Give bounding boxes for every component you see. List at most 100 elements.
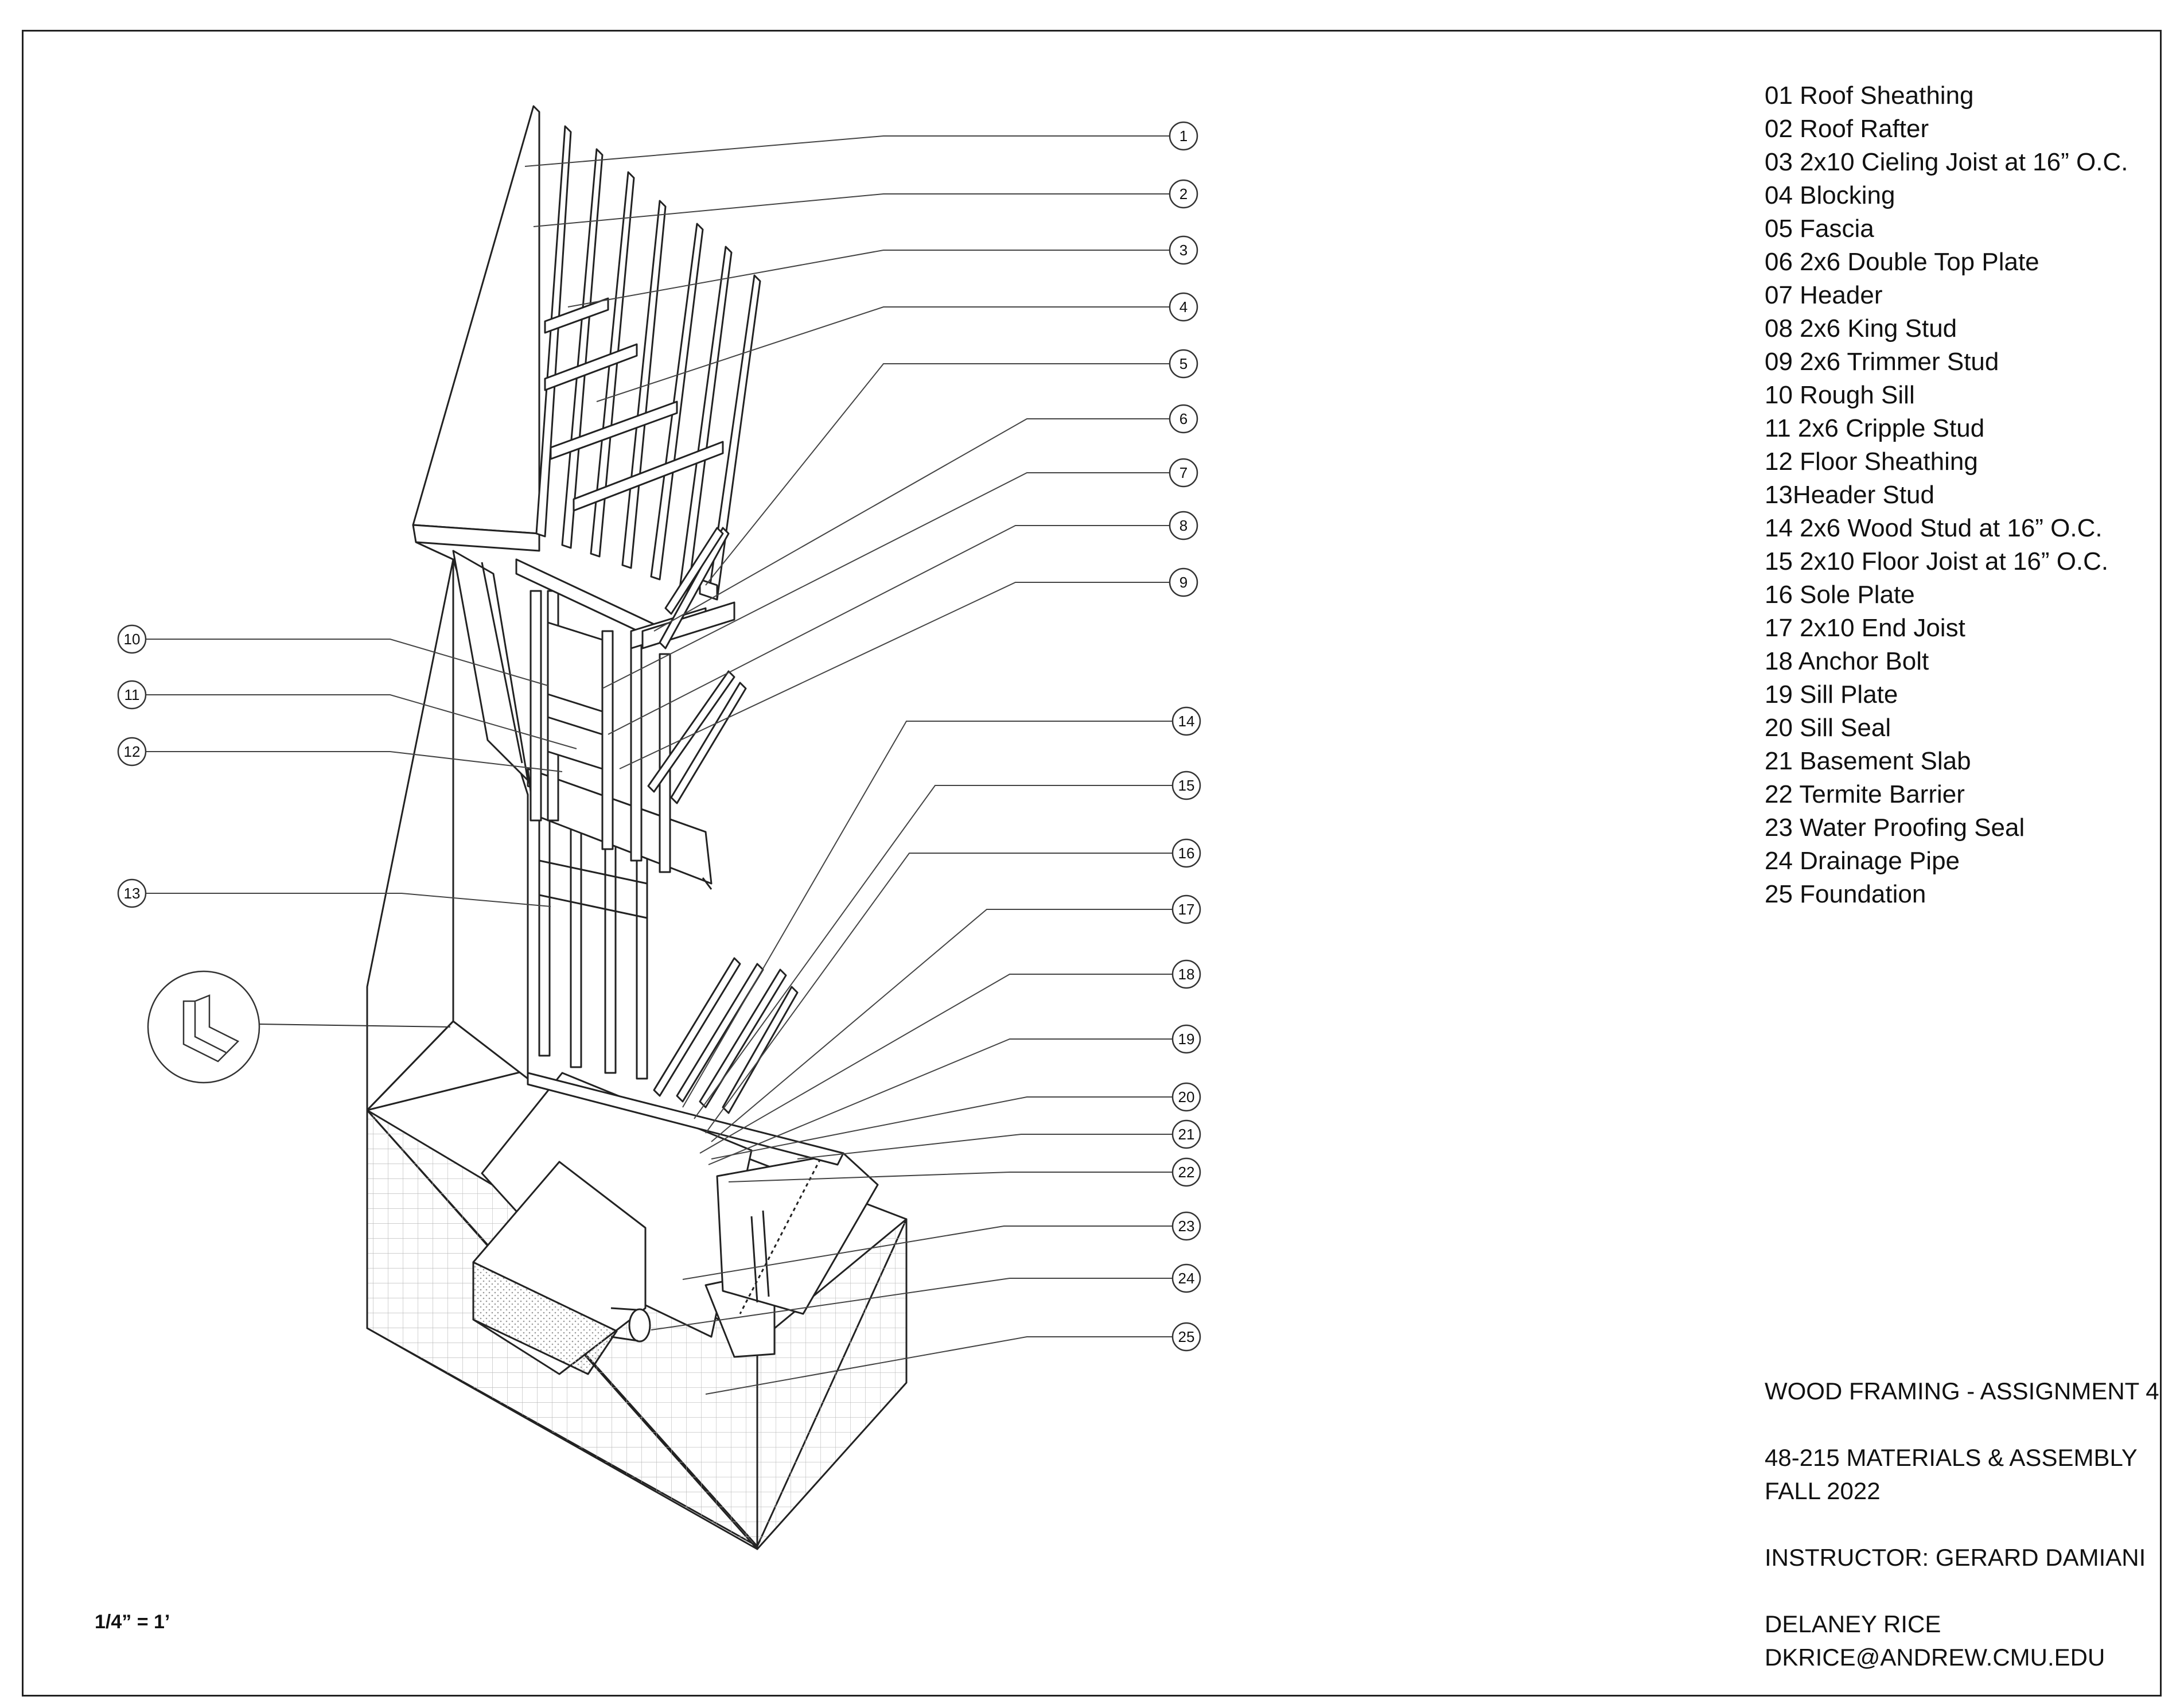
- callout-number: 16: [1178, 845, 1195, 862]
- legend-item: 15 2x10 Floor Joist at 16” O.C.: [1765, 547, 2109, 575]
- leader-line: [694, 785, 1172, 1119]
- callout-bubble: [1171, 959, 1201, 989]
- callout-bubble: [1171, 1322, 1201, 1352]
- legend-item: 24 Drainage Pipe: [1765, 847, 1960, 875]
- leader-line: [533, 193, 1169, 227]
- drainage-pipe: [628, 1308, 651, 1343]
- callout-number: 24: [1178, 1270, 1195, 1287]
- callout-bubble: [1171, 706, 1201, 736]
- callout-number: 18: [1178, 966, 1195, 983]
- ceiling-joists: [647, 670, 747, 804]
- callout-number: 3: [1179, 242, 1188, 259]
- course-name: 48-215 MATERIALS & ASSEMBLY: [1765, 1444, 2138, 1471]
- leader-line: [146, 694, 577, 749]
- callout-bubble: [1169, 349, 1198, 379]
- roof-rafters: [535, 125, 761, 601]
- legend-item: 03 2x10 Cieling Joist at 16” O.C.: [1765, 148, 2128, 176]
- callout-number: 20: [1178, 1088, 1195, 1106]
- leader-line: [524, 135, 1169, 167]
- leader-line: [711, 1096, 1172, 1160]
- legend-item: 16 Sole Plate: [1765, 581, 1915, 609]
- legend-item: 20 Sill Seal: [1765, 714, 1891, 742]
- callout-bubble: [1169, 292, 1198, 322]
- leader-line: [146, 893, 551, 907]
- leader-line: [608, 525, 1169, 735]
- legend-item: 12 Floor Sheathing: [1765, 448, 1978, 476]
- leader-line: [567, 250, 1169, 308]
- callout-bubble: [1171, 1119, 1201, 1149]
- callout-number: 7: [1179, 464, 1188, 481]
- callout-bubble: [117, 737, 147, 767]
- leader-line: [653, 418, 1169, 632]
- term: FALL 2022: [1765, 1477, 1881, 1504]
- leader-line: [651, 1278, 1172, 1330]
- callout-bubble: [1171, 1211, 1201, 1241]
- callout-number: 15: [1178, 777, 1195, 794]
- callout-bubble: [1169, 511, 1198, 540]
- callout-number: 22: [1178, 1164, 1195, 1181]
- callout-bubble: [1171, 1157, 1201, 1187]
- student-email: DKRICE@ANDREW.CMU.EDU: [1765, 1644, 2105, 1671]
- legend-item: 05 Fascia: [1765, 215, 1874, 243]
- legend-item: 17 2x10 End Joist: [1765, 614, 1965, 642]
- drawing-title: WOOD FRAMING - ASSIGNMENT 4: [1765, 1378, 2159, 1404]
- leader-line: [146, 639, 548, 686]
- legend-item: 14 2x6 Wood Stud at 16” O.C.: [1765, 514, 2103, 542]
- leader-line: [708, 1038, 1172, 1165]
- callout-bubble: [1171, 1263, 1201, 1293]
- callout-number: 8: [1179, 517, 1188, 534]
- legend-item: 21 Basement Slab: [1765, 747, 1971, 775]
- callout-number: 10: [124, 631, 141, 648]
- callout-number: 25: [1178, 1328, 1195, 1345]
- leader-line: [711, 909, 1172, 1142]
- leader-line: [705, 1336, 1172, 1395]
- callout-number: 4: [1179, 298, 1188, 316]
- fascia-board: [699, 578, 718, 601]
- legend-item: 23 Water Proofing Seal: [1765, 814, 2025, 842]
- legend-item: 10 Rough Sill: [1765, 381, 1915, 409]
- foundation-right-face: [756, 1218, 908, 1550]
- callout-bubble: [1171, 1082, 1201, 1112]
- leader-line: [728, 1172, 1172, 1182]
- legend-item: 09 2x6 Trimmer Stud: [1765, 348, 1999, 376]
- callout-number: 9: [1179, 574, 1188, 591]
- callout-bubble: [117, 680, 147, 710]
- callout-bubble: [1169, 121, 1198, 151]
- leader-line: [682, 721, 1172, 1108]
- legend-item: 01 Roof Sheathing: [1765, 81, 1974, 110]
- callout-bubble: [1171, 1024, 1201, 1054]
- legend-item: 06 2x6 Double Top Plate: [1765, 248, 2039, 276]
- leader-line: [682, 1225, 1172, 1280]
- callout-bubble: [1169, 404, 1198, 434]
- callout-number: 19: [1178, 1030, 1195, 1048]
- callout-number: 14: [1178, 713, 1195, 730]
- callout-number: 23: [1178, 1217, 1195, 1235]
- legend-item: 04 Blocking: [1765, 181, 1895, 209]
- upper-wall-studs: [530, 590, 671, 873]
- callout-number: 1: [1179, 127, 1188, 145]
- gravel-bed: [472, 1261, 618, 1375]
- callout-number: 13: [124, 885, 141, 902]
- anchor-bolt: [750, 1216, 758, 1303]
- window-opening: [547, 621, 604, 770]
- callout-number: 17: [1178, 901, 1195, 918]
- legend-item: 07 Header: [1765, 281, 1883, 309]
- component-legend: 01 Roof Sheathing 02 Roof Rafter 03 2x10…: [1765, 79, 2128, 911]
- callout-bubble: [117, 624, 147, 654]
- lower-wall-studs: [538, 802, 648, 1080]
- sheet-border: [22, 30, 2162, 1697]
- legend-item: 08 2x6 King Stud: [1765, 314, 1957, 343]
- roof-sheathing: [412, 105, 540, 535]
- legend-item: 11 2x6 Cripple Stud: [1765, 414, 1985, 442]
- legend-item: 02 Roof Rafter: [1765, 115, 1929, 143]
- callout-bubble: [1169, 458, 1198, 488]
- callout-bubble: [1171, 894, 1201, 924]
- legend-item: 22 Termite Barrier: [1765, 780, 1965, 808]
- legend-item: 13Header Stud: [1765, 481, 1934, 509]
- callout-bubble: [1169, 179, 1198, 209]
- callout-bubble: [1169, 235, 1198, 265]
- legend-item: 19 Sill Plate: [1765, 680, 1898, 709]
- leader-line: [699, 974, 1172, 1154]
- callout-bubble: [1171, 771, 1201, 800]
